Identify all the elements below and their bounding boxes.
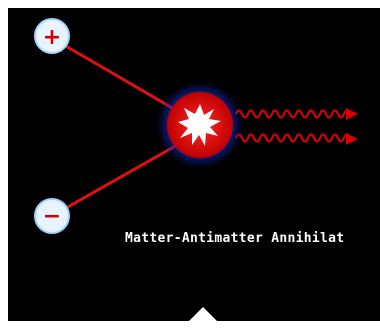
gamma-ray-arrowhead-upper <box>346 108 358 120</box>
annihilation-flash-center <box>191 116 209 134</box>
electron-minus-sign: − <box>43 204 61 229</box>
gamma-ray-arrowhead-lower <box>346 133 358 145</box>
diagram-caption: Matter-Antimatter Annihilat <box>125 231 344 246</box>
annihilation-diagram-panel: + − Matter-Antimatter Annihilat <box>8 8 380 321</box>
annihilation-diagram: + − <box>8 8 380 321</box>
caption-pointer-icon <box>189 307 217 321</box>
gamma-ray-wave-upper <box>236 111 348 118</box>
gamma-ray-wave-lower <box>236 135 348 142</box>
positron-plus-sign: + <box>43 25 61 50</box>
